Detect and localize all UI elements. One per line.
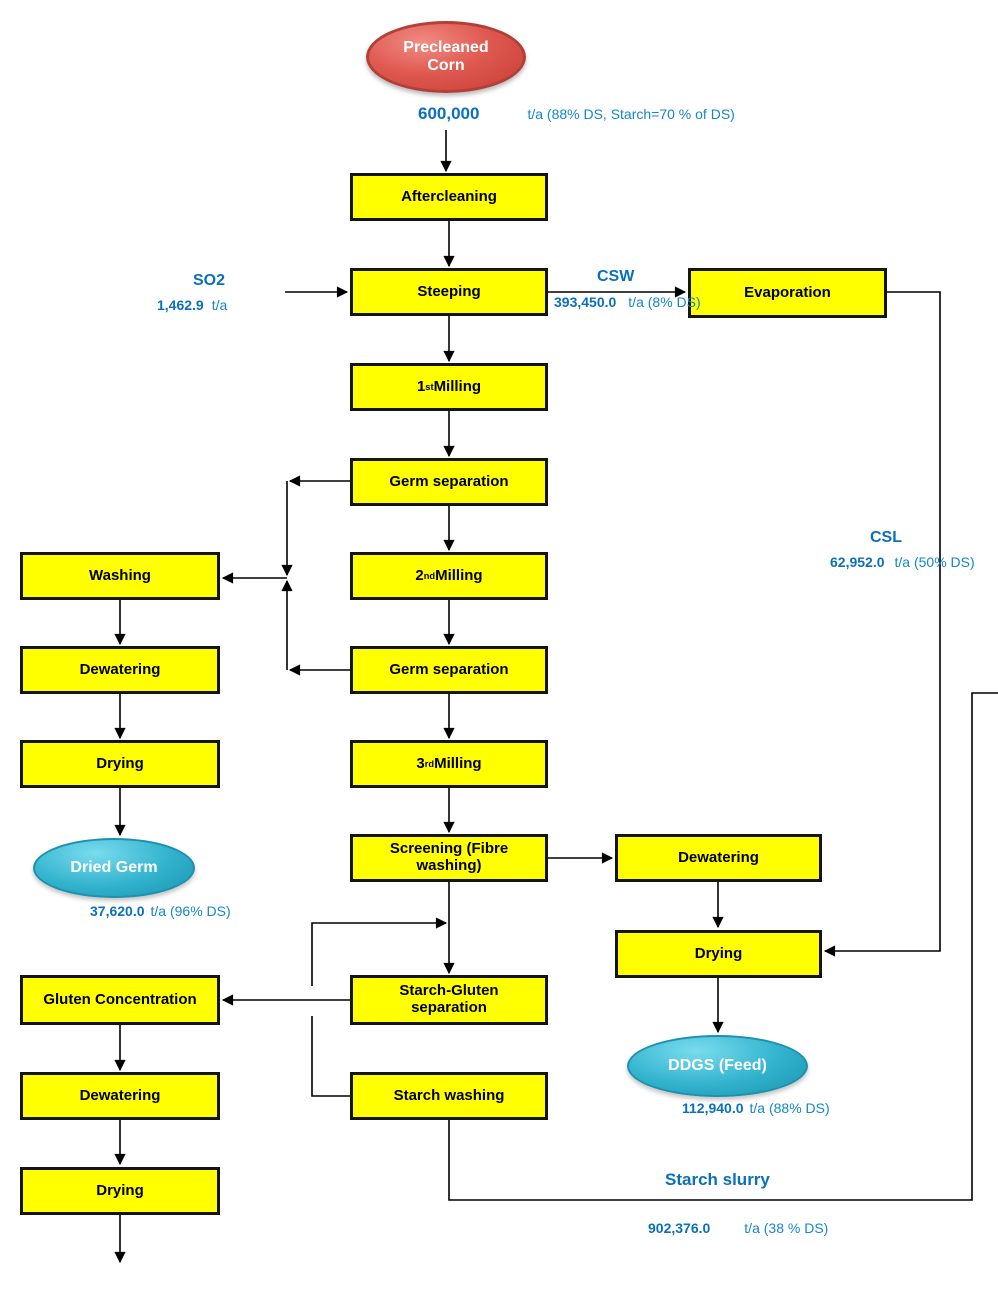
csw-stream-name-part-0: CSW [597,268,635,285]
dewatering-fibre-box: Dewatering [615,834,822,882]
csw-stream-value-part-1: t/a (8% DS) [628,294,701,310]
corn-stream-label-part-0: 600,000 [418,104,480,123]
starch-slurry-value: 902,376.0 t/a (38 % DS) [648,1220,828,1236]
aftercleaning-box: Aftercleaning [350,173,548,221]
so2-stream-value-part-1: t/a [211,297,228,313]
dewatering-germ-box: Dewatering [20,646,220,694]
so2-stream-name: SO2 [193,272,225,290]
germ-separation-1-box: Germ separation [350,458,548,506]
so2-stream-value: 1,462.9 t/a [157,297,227,313]
drying-gluten-box: Drying [20,1167,220,1215]
ddgs-value-part-0: 112,940.0 [682,1100,744,1116]
drying-germ-box: Drying [20,740,220,788]
so2-stream-name-part-0: SO2 [193,272,226,289]
starch-slurry-value-part-1: t/a (38 % DS) [744,1220,829,1236]
csl-stream-name-part-0: CSL [870,529,902,546]
dried-germ-ellipse: Dried Germ [33,838,195,898]
csl-stream-value: 62,952.0 t/a (50% DS) [830,554,975,570]
ddgs-ellipse: DDGS (Feed) [627,1035,808,1097]
germ-separation-2-box: Germ separation [350,646,548,694]
starch-washing-box: Starch washing [350,1072,548,1120]
starch-slurry-name: Starch slurry [665,1170,770,1190]
csw-stream-name: CSW [597,268,634,286]
corn-stream-label: 600,000 t/a (88% DS, Starch=70 % of DS) [418,104,735,124]
dried-germ-value: 37,620.0 t/a (96% DS) [90,903,231,919]
ddgs-value: 112,940.0 t/a (88% DS) [682,1100,830,1116]
gluten-concentration-box: Gluten Concentration [20,975,220,1025]
edge-starchwash-recycle-join [311,917,448,986]
csl-stream-value-part-0: 62,952.0 [830,554,885,570]
csw-stream-value-part-0: 393,450.0 [554,294,617,310]
corn-stream-label-part-1: t/a (88% DS, Starch=70 % of DS) [527,106,735,122]
edge-evaporation-csl-to-drying [823,291,941,957]
csw-stream-value: 393,450.0 t/a (8% DS) [554,294,701,310]
steeping-box: Steeping [350,268,548,316]
starch-slurry-value-part-0: 902,376.0 [648,1220,711,1236]
dried-germ-value-part-0: 37,620.0 [90,903,145,919]
ddgs-value-part-1: t/a (88% DS) [749,1100,830,1116]
evaporation-box: Evaporation [688,268,887,318]
csl-stream-name: CSL [870,529,902,547]
so2-stream-value-part-0: 1,462.9 [157,297,204,313]
washing-box: Washing [20,552,220,600]
edge-starchwash-recycle-up [311,1016,350,1097]
dewatering-gluten-box: Dewatering [20,1072,220,1120]
drying-fibre-box: Drying [615,930,822,978]
edge-starch-slurry-out [448,692,998,1201]
starch-slurry-name-part-0: Starch slurry [665,1170,770,1189]
dried-germ-value-part-1: t/a (96% DS) [150,903,231,919]
csl-stream-value-part-1: t/a (50% DS) [894,554,975,570]
